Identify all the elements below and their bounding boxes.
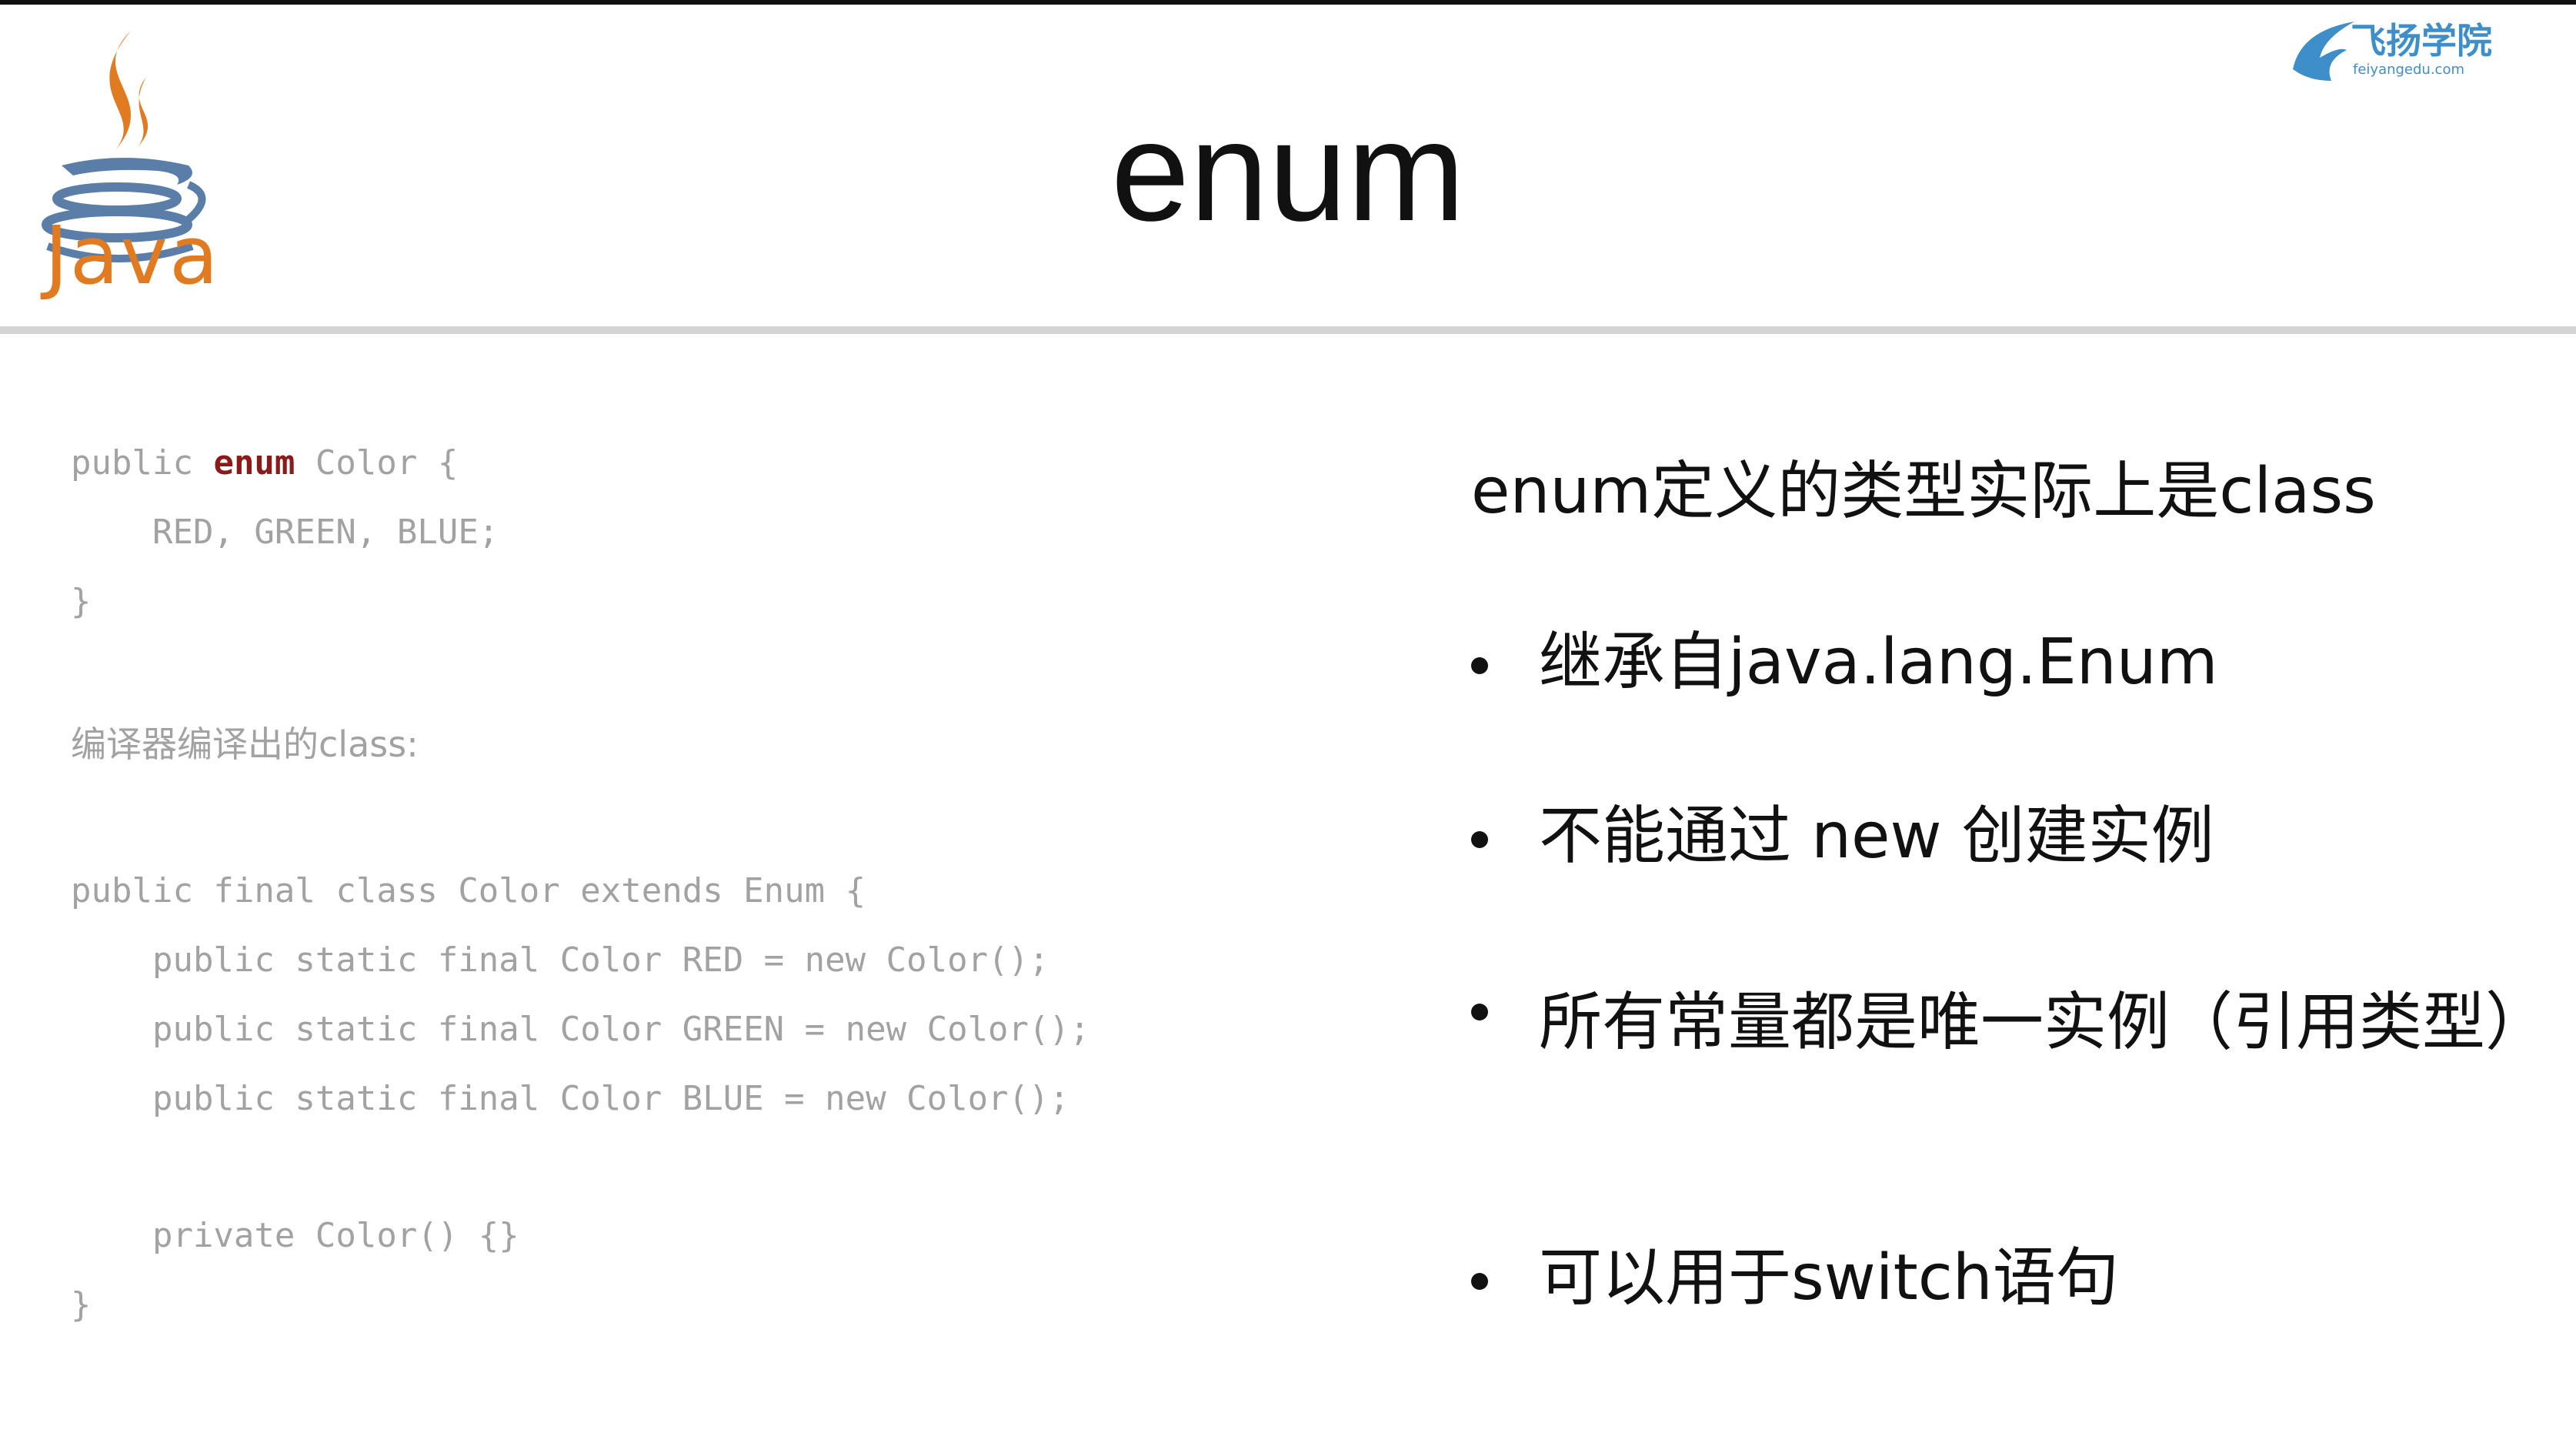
code-class-line: private Color() {} bbox=[71, 1216, 519, 1255]
keyword-enum: enum bbox=[213, 443, 295, 483]
bullet-text: 所有常量都是唯一实例（引用类型） bbox=[1539, 986, 2549, 1059]
code-class-line: public static final Color GREEN = new Co… bbox=[71, 1010, 1090, 1049]
code-enum-line-3: } bbox=[71, 582, 92, 621]
bullet-dot-icon bbox=[1471, 831, 1488, 848]
java-logo-text: Java bbox=[45, 209, 220, 302]
code-class-line: public static final Color RED = new Colo… bbox=[71, 940, 1049, 980]
code-enum-line-1: public enum Color { bbox=[71, 446, 458, 480]
bullet-dot-icon bbox=[1471, 657, 1488, 674]
top-border bbox=[0, 0, 2576, 5]
code-class-line: } bbox=[71, 1285, 92, 1324]
notes-heading: enum定义的类型实际上是class bbox=[1471, 455, 2376, 528]
bullet-dot-icon bbox=[1471, 1273, 1488, 1290]
bullet-text: 继承自java.lang.Enum bbox=[1539, 626, 2218, 699]
code-enum-line-2: RED, GREEN, BLUE; bbox=[71, 513, 499, 552]
slide-title: enum bbox=[1110, 92, 1466, 250]
code-class-line: public final class Color extends Enum { bbox=[71, 871, 866, 910]
brand-bird-icon bbox=[2293, 22, 2354, 81]
code-class-line: public static final Color BLUE = new Col… bbox=[71, 1079, 1070, 1118]
header-divider bbox=[0, 326, 2576, 334]
bullet-dot-icon bbox=[1471, 1004, 1488, 1020]
bullet-text: 不能通过 new 创建实例 bbox=[1539, 800, 2214, 873]
java-cup-icon bbox=[42, 31, 206, 262]
code-rest: Color { bbox=[315, 443, 459, 483]
keyword-public: public bbox=[71, 443, 193, 483]
compiler-note: 编译器编译出的class: bbox=[71, 723, 419, 765]
bullet-text: 可以用于switch语句 bbox=[1539, 1241, 2119, 1314]
slide-header bbox=[0, 5, 2576, 326]
brand-name: 飞扬学院 bbox=[2351, 20, 2492, 62]
brand-url: feiyangedu.com bbox=[2353, 62, 2465, 78]
